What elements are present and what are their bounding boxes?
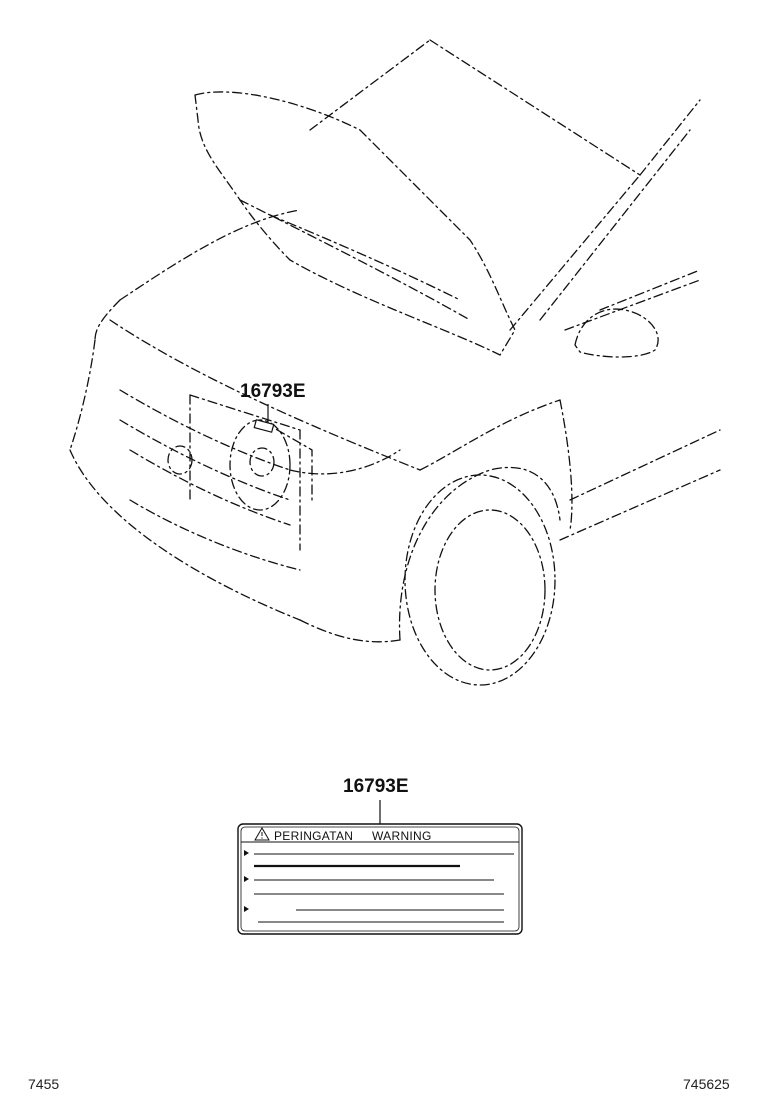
footer-left-code: 7455	[28, 1076, 60, 1092]
triangle-bullet-icon	[244, 906, 249, 912]
warning-triangle-icon	[254, 827, 270, 841]
part-callout-on-car: 16793E	[240, 381, 306, 402]
triangle-bullet-icon	[244, 850, 249, 856]
leader-lines	[253, 404, 381, 824]
vehicle-phantom-outline	[69, 39, 721, 686]
warning-title-local: PERINGATAN	[274, 829, 354, 843]
label-text-lines	[254, 853, 514, 923]
footer-right-code: 745625	[683, 1076, 730, 1092]
warning-title-english: WARNING	[372, 829, 432, 843]
triangle-bullet-icon	[244, 876, 249, 882]
warning-label-card	[237, 823, 523, 935]
part-callout-label: 16793E	[343, 776, 409, 797]
